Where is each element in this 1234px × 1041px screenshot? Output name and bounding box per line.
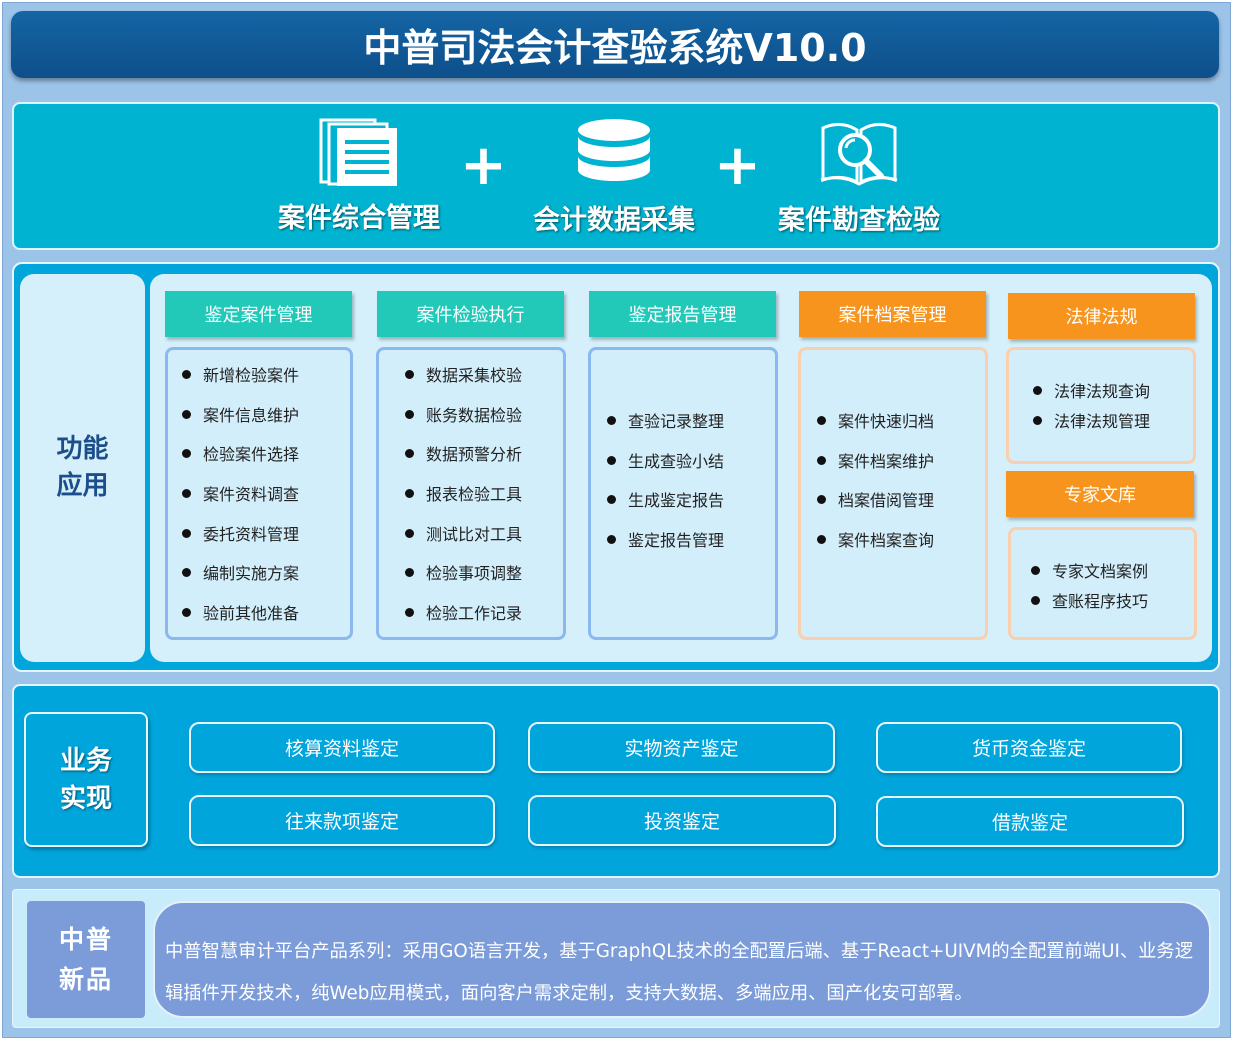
list-item: 验前其他准备 [182,594,344,634]
category-title: 鉴定案件管理 [204,305,313,326]
business-section-label: 业务实现 [24,712,148,847]
bullet-icon [817,495,826,505]
bullet-icon [607,535,616,545]
list-item: 检验案件选择 [182,435,344,475]
list-item: 案件档案维护 [817,442,979,482]
bullet-icon [182,409,191,419]
bullet-icon [607,455,616,465]
list-item: 生成查验小结 [607,442,769,482]
bullet-icon [607,495,616,505]
category-title: 案件检验执行 [416,305,525,326]
bullet-icon [182,449,191,459]
list-item: 数据采集校验 [405,356,557,396]
bullet-icon [1031,566,1040,575]
product-description: 中普智慧审计平台产品系列：采用GO语言开发，基于GraphQL技术的全配置后端、… [165,941,1193,1004]
bullet-icon [1033,386,1042,395]
category-box: 案件快速归档 案件档案维护 档案借阅管理 案件档案查询 [798,347,988,640]
business-item-investment: 投资鉴定 [528,795,836,846]
business-item-accounting-data: 核算资料鉴定 [189,722,495,773]
list-item: 新增检验案件 [182,356,344,396]
list-item: 检验工作记录 [405,594,557,634]
plus-icon: + [714,133,761,198]
category-box: 新增检验案件 案件信息维护 检验案件选择 案件资料调查 委托资料管理 编制实施方… [165,347,353,640]
bullet-icon [182,370,191,379]
category-header-expert-library: 专家文库 [1006,471,1194,517]
hero-band: 案件综合管理 + 会计数据采集 + 案件勘查检验 [12,102,1220,250]
list-item: 查账程序技巧 [1031,587,1188,617]
list-item: 数据预警分析 [405,435,557,475]
bullet-icon [817,535,826,545]
bullet-icon [405,409,414,419]
list-item: 委托资料管理 [182,515,344,555]
category-header-case-management: 鉴定案件管理 [165,291,352,337]
bullet-icon [1033,416,1042,425]
plus-icon: + [460,133,507,198]
list-item: 案件快速归档 [817,402,979,442]
hero-label: 案件勘查检验 [778,205,940,236]
list-item: 鉴定报告管理 [607,521,769,561]
business-label-text: 业务实现 [59,745,112,814]
list-item: 账务数据检验 [405,396,557,436]
page-title: 中普司法会计查验系统V10.0 [363,26,867,70]
business-item-receivables: 往来款项鉴定 [189,795,495,846]
function-label-text: 功能应用 [56,434,109,501]
list-item: 编制实施方案 [182,554,344,594]
list-item: 报表检验工具 [405,475,557,515]
title-bar: 中普司法会计查验系统V10.0 [11,11,1219,78]
list-item: 生成鉴定报告 [607,481,769,521]
list-item: 专家文档案例 [1031,557,1188,587]
hero-item-data-collection: 会计数据采集 [527,118,701,237]
category-title: 专家文库 [1064,485,1136,506]
category-header-report-management: 鉴定报告管理 [589,291,776,337]
list-item: 法律法规管理 [1033,407,1187,437]
category-title: 案件档案管理 [838,305,947,326]
database-icon [578,119,650,181]
list-item: 案件档案查询 [817,521,979,561]
category-box: 查验记录整理 生成查验小结 生成鉴定报告 鉴定报告管理 [588,347,778,640]
list-item: 案件信息维护 [182,396,344,436]
product-section-label: 中普新品 [27,901,145,1018]
category-box: 专家文档案例 查账程序技巧 [1008,527,1197,640]
documents-icon [319,118,397,186]
bullet-icon [817,455,826,465]
list-item: 案件资料调查 [182,475,344,515]
list-item: 检验事项调整 [405,554,557,594]
bullet-icon [182,568,191,578]
bullet-icon [405,568,414,578]
category-box: 数据采集校验 账务数据检验 数据预警分析 报表检验工具 测试比对工具 检验事项调… [376,347,566,640]
bullet-icon [182,608,191,618]
bullet-icon [405,370,414,379]
bullet-icon [1031,596,1040,605]
bullet-icon [607,416,616,425]
category-box: 法律法规查询 法律法规管理 [1006,347,1196,464]
list-item: 查验记录整理 [607,402,769,442]
hero-item-case-inspection: 案件勘查检验 [772,118,946,237]
function-section-label: 功能应用 [20,274,145,662]
business-item-loans: 借款鉴定 [876,796,1184,847]
hero-item-case-management: 案件综合管理 [272,118,446,235]
bullet-icon [405,449,414,459]
product-description-box: 中普智慧审计平台产品系列：采用GO语言开发，基于GraphQL技术的全配置后端、… [153,901,1211,1018]
business-item-physical-assets: 实物资产鉴定 [528,722,835,773]
list-item: 档案借阅管理 [817,481,979,521]
product-label-text: 中普新品 [58,924,113,994]
bullet-icon [405,608,414,618]
business-section [12,684,1220,878]
category-title: 鉴定报告管理 [628,305,737,326]
list-item: 测试比对工具 [405,515,557,555]
bullet-icon [817,416,826,425]
bullet-icon [405,489,414,499]
book-search-icon [820,123,898,186]
hero-label: 案件综合管理 [278,203,440,234]
bullet-icon [405,528,414,538]
category-header-inspection-execution: 案件检验执行 [377,291,564,337]
hero-label: 会计数据采集 [533,205,695,236]
list-item: 法律法规查询 [1033,377,1187,407]
category-header-archive-management: 案件档案管理 [799,291,986,337]
bullet-icon [182,528,191,538]
business-item-monetary-funds: 货币资金鉴定 [876,722,1182,773]
category-header-laws: 法律法规 [1008,293,1195,339]
category-title: 法律法规 [1065,307,1138,328]
bullet-icon [182,489,191,499]
